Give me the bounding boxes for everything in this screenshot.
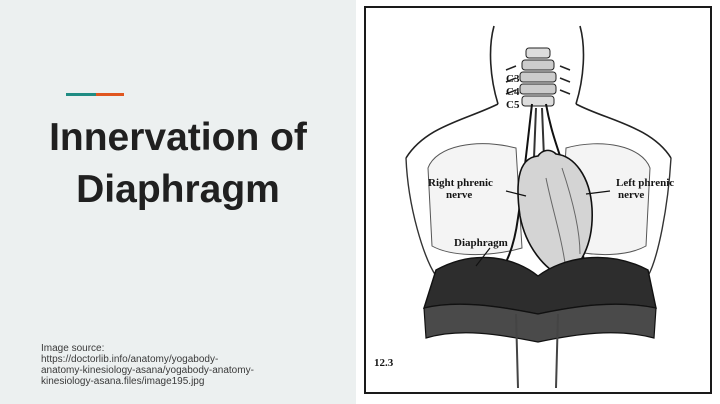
figure-number: 12.3 [374,357,394,369]
aorta-vena-cava [515,313,559,389]
heart-detail [545,167,581,271]
accent-bar-teal [66,93,96,96]
neck-outline [489,25,585,105]
accent-bar-orange [96,93,124,96]
anatomy-figure: C3 C4 C5 Right phrenic nerve Left phreni… [364,6,712,394]
label-c4: C4 [506,86,520,98]
label-left-phrenic-1: Left phrenic [616,177,674,189]
slide-title-line-2: Diaphragm [76,168,280,211]
title-panel: Innervation of Diaphragm Image source: h… [0,0,356,404]
label-right-phrenic-1: Right phrenic [428,177,493,189]
label-c5: C5 [506,99,520,111]
label-diaphragm: Diaphragm [454,237,508,249]
diaphragm-illustration: C3 C4 C5 Right phrenic nerve Left phreni… [374,25,674,389]
left-phrenic-leader [585,190,611,195]
source-url-line-3: kinesiology-asana.files/image195.jpg [41,376,205,387]
slide-title: Innervation of Diaphragm [0,112,356,216]
right-phrenic-leader [505,190,527,197]
torso-outline [405,157,672,277]
shoulder-outline [405,103,672,159]
heart [517,149,593,277]
source-url-line-2: anatomy-kinesiology-asana/yogabody-anato… [41,365,254,376]
diaphragm-rim [423,303,657,343]
source-url-line-1: https://doctorlib.info/anatomy/yogabody- [41,354,219,365]
label-left-phrenic-2: nerve [618,189,644,201]
image-source-caption: Image source: https://doctorlib.info/ana… [41,343,341,387]
slide-title-line-1: Innervation of [49,116,307,159]
cervical-vertebrae [505,47,571,107]
diaphragm-leader [475,247,491,267]
label-right-phrenic-2: nerve [446,189,472,201]
great-vessels [533,107,545,159]
source-label: Image source: [41,343,105,354]
label-c3: C3 [506,73,520,85]
